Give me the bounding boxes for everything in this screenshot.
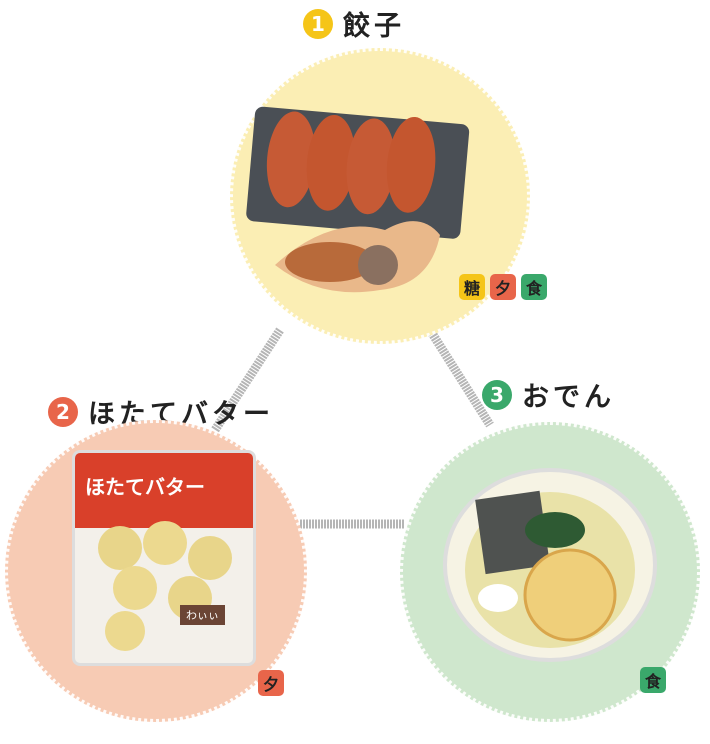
hotate-package: ほたてバター わぃぃ xyxy=(72,450,256,666)
item-3-badges: 食 xyxy=(640,667,666,693)
badge-evening: 夕 xyxy=(258,670,284,696)
number-badge: 1 xyxy=(303,8,333,39)
item-name: 餃子 xyxy=(343,11,405,42)
badge-evening: 夕 xyxy=(490,274,516,300)
item-2-badges: 夕 xyxy=(258,670,284,696)
item-3-title: 3 おでん xyxy=(482,375,615,414)
scallops xyxy=(98,521,232,651)
badge-sugar: 糖 xyxy=(459,274,485,300)
connector-line xyxy=(426,327,494,428)
package-sublabel: わぃぃ xyxy=(180,605,225,625)
badge-meal: 食 xyxy=(521,274,547,300)
badge-meal: 食 xyxy=(640,667,666,693)
number-badge: 2 xyxy=(48,396,78,427)
item-1-title: 1 餃子 xyxy=(303,4,405,43)
item-name: おでん xyxy=(522,382,615,413)
item-1-badges: 糖 夕 食 xyxy=(459,274,547,300)
connector-line xyxy=(211,327,284,433)
number-badge: 3 xyxy=(482,379,512,410)
package-label: ほたてバター xyxy=(75,453,253,528)
